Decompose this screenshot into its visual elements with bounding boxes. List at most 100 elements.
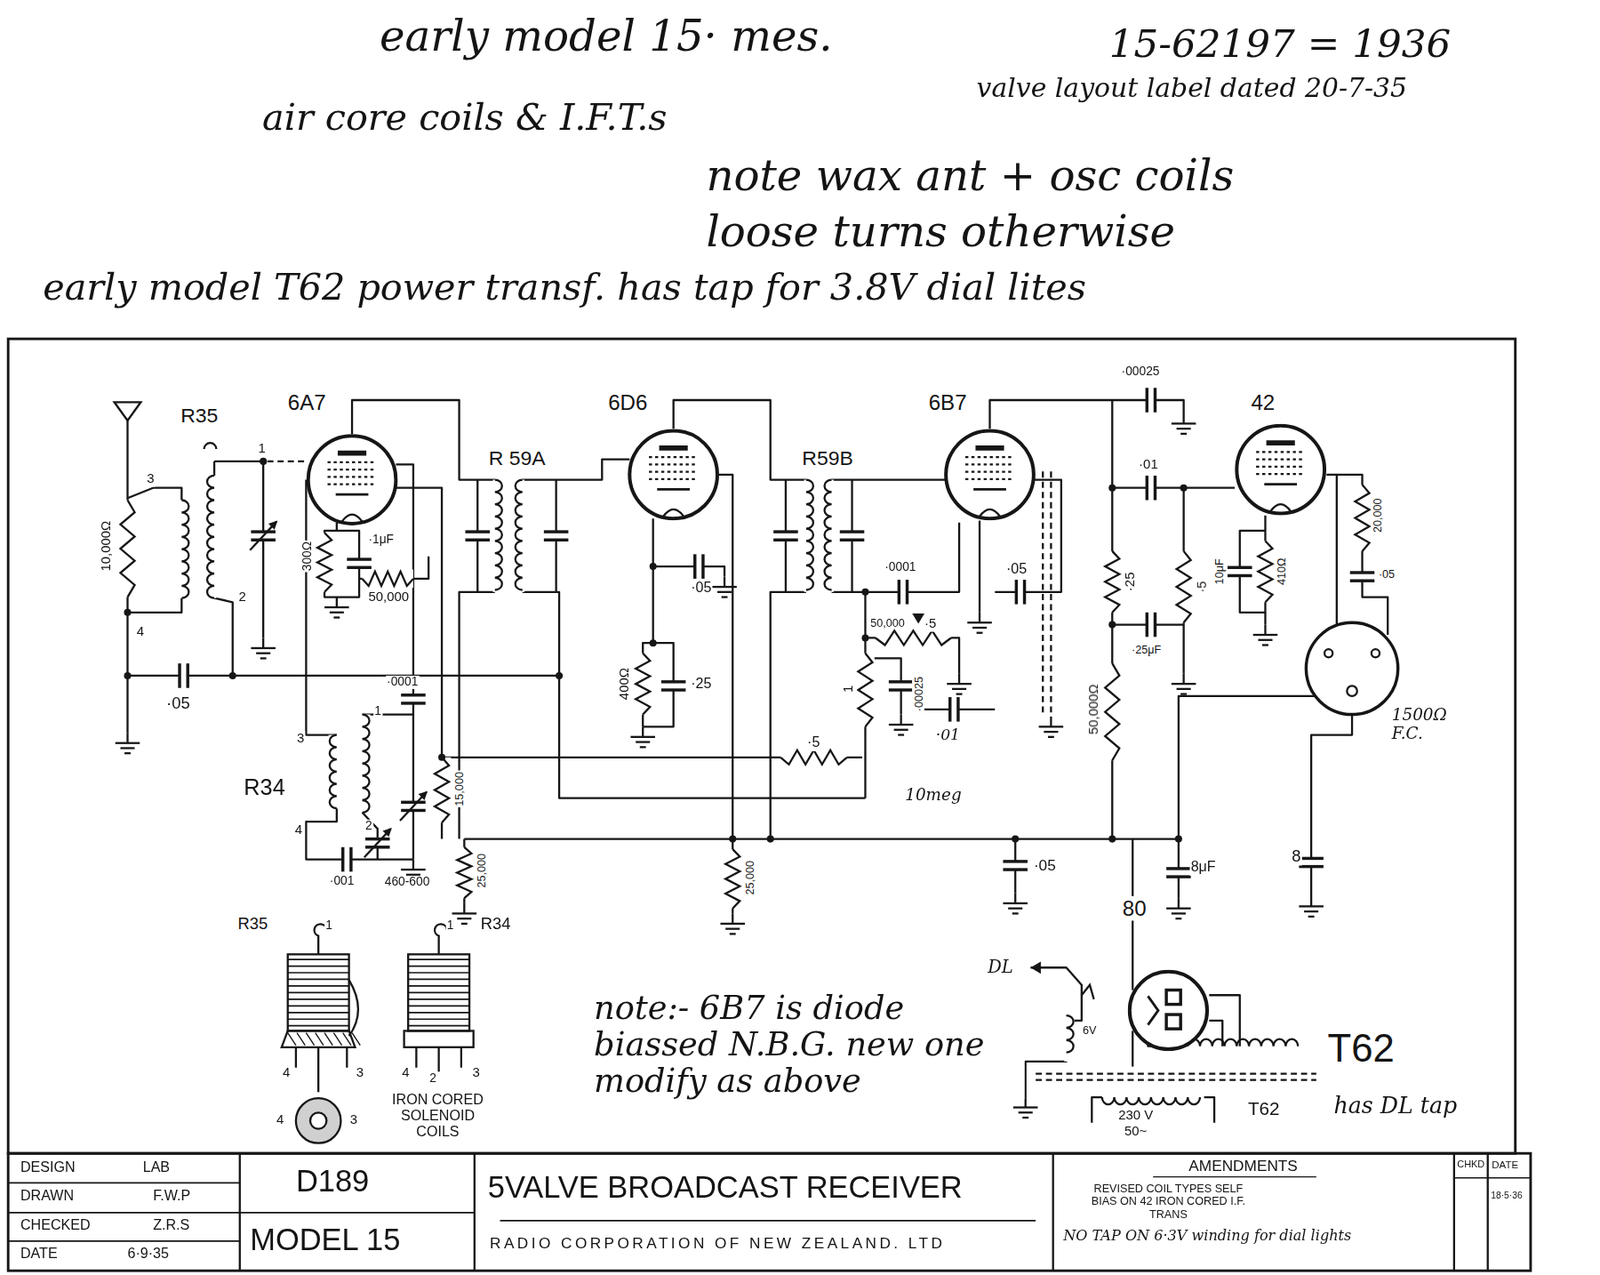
title-block-cell: Z.R.S — [152, 1217, 190, 1234]
wire — [899, 714, 902, 725]
ground-symbol — [1022, 1116, 1029, 1119]
ground-symbol — [250, 647, 276, 649]
wire — [345, 1047, 348, 1068]
frame-line — [8, 1182, 240, 1184]
resistor-symbol — [780, 750, 848, 765]
frame-line — [404, 1030, 474, 1047]
component-value: 15,000 — [453, 770, 466, 808]
valve-grid — [327, 468, 376, 471]
coil-symbol — [1102, 1096, 1200, 1104]
frame-line — [288, 1032, 296, 1046]
wire-gap — [723, 848, 743, 909]
wire — [653, 566, 725, 576]
speaker-symbol — [1305, 622, 1398, 714]
title-block-cell: AMENDMENTS — [1188, 1157, 1297, 1175]
ground-symbol — [1175, 917, 1182, 920]
wire — [1182, 413, 1184, 424]
handwritten-note: NO TAP ON 6·3V winding for dial lights — [1061, 1227, 1392, 1244]
component-value: ·5 — [923, 616, 938, 632]
wire — [305, 808, 414, 859]
antenna-symbol — [114, 401, 142, 421]
capacitor-symbol — [341, 847, 344, 872]
wire — [1177, 897, 1180, 908]
ground-symbol — [456, 917, 472, 920]
frame-line — [499, 1219, 1036, 1222]
coil-symbol — [824, 480, 832, 591]
component-value: 3 — [354, 1064, 365, 1080]
title-block-cell: MODEL 15 — [249, 1222, 400, 1257]
wire-gap — [1226, 567, 1254, 576]
valve-grid — [965, 463, 1015, 465]
frame-line — [288, 953, 350, 1031]
junction-dot — [649, 562, 657, 570]
variable-arrow — [382, 827, 392, 837]
component-value: ·0001 — [883, 560, 918, 574]
resistor-symbol — [120, 499, 135, 597]
wire-gap — [888, 681, 915, 690]
valve-plate — [975, 445, 1004, 451]
wire-gap — [950, 696, 959, 723]
wire — [770, 592, 807, 840]
wire-gap — [875, 628, 952, 648]
wire-gap — [432, 757, 452, 823]
ground-symbol — [461, 922, 468, 925]
capacitor-symbol — [1145, 612, 1149, 638]
ground-symbol — [1176, 688, 1192, 690]
handwritten-note: 10meg — [903, 785, 964, 805]
component-value: ·25μF — [1130, 642, 1163, 656]
valve-node: 6B7 — [944, 428, 1036, 520]
component-value: R34 — [242, 775, 287, 800]
wire — [214, 598, 233, 676]
title-block-cell: F.W.P — [152, 1187, 191, 1204]
coil-symbol — [329, 735, 337, 809]
wire-gap — [1146, 611, 1155, 639]
component-value: R 59A — [488, 447, 547, 471]
wire-gap — [492, 480, 503, 592]
capacitor-symbol — [1298, 856, 1324, 860]
title-block-cell: CHECKED — [20, 1217, 91, 1234]
ground-symbol — [120, 746, 135, 749]
frame-line — [408, 992, 470, 994]
title-block-cell: RADIO CORPORATION OF NEW ZEALAND. LTD — [489, 1234, 945, 1252]
wire — [731, 912, 734, 923]
wire — [463, 903, 465, 913]
handwritten-note: note:- 6B7 is diode biassed N.B.G. new o… — [592, 990, 1025, 1100]
component-note: IRON CORED SOLENOID COILS — [377, 1091, 498, 1140]
title-block-cell: D189 — [296, 1163, 369, 1199]
component-value: 3 — [145, 471, 156, 487]
wire-gap — [1174, 551, 1193, 623]
handwritten-note: 1500Ω F.C. — [1390, 705, 1458, 743]
frame-line — [408, 978, 470, 981]
component-value: 3 — [296, 730, 306, 746]
capacitor-symbol — [346, 557, 372, 560]
wire-gap — [660, 681, 688, 690]
valve-symbol — [1127, 969, 1209, 1052]
resistor-symbol — [875, 630, 952, 645]
ground-symbol — [967, 621, 992, 624]
ground-symbol — [725, 927, 740, 929]
capacitor-symbol — [701, 553, 704, 579]
wire — [832, 478, 947, 480]
wire-gap — [179, 499, 190, 598]
capacitor-symbol — [400, 693, 426, 696]
ground-symbol — [894, 728, 909, 731]
wire-gap — [1146, 386, 1155, 414]
component-value: ·05 — [1005, 560, 1029, 577]
wire — [1264, 612, 1266, 625]
component-value: T62 — [1247, 1097, 1281, 1119]
capacitor-symbol — [1153, 387, 1157, 413]
wire — [464, 837, 1179, 840]
wire — [336, 597, 338, 608]
frame-line — [288, 978, 350, 981]
valve-plate — [1166, 990, 1181, 1005]
capacitor-symbol — [840, 538, 865, 542]
frame-line — [315, 1032, 324, 1046]
title-block-cell: 18·5·36 — [1490, 1190, 1523, 1201]
valve-cathode — [656, 488, 690, 491]
component-value: ·05 — [1377, 567, 1397, 580]
wire-gap — [1349, 572, 1376, 581]
coil-tag — [204, 442, 217, 449]
frame-line — [408, 984, 470, 987]
capacitor-symbol — [661, 680, 687, 683]
ground-symbol — [976, 632, 984, 634]
